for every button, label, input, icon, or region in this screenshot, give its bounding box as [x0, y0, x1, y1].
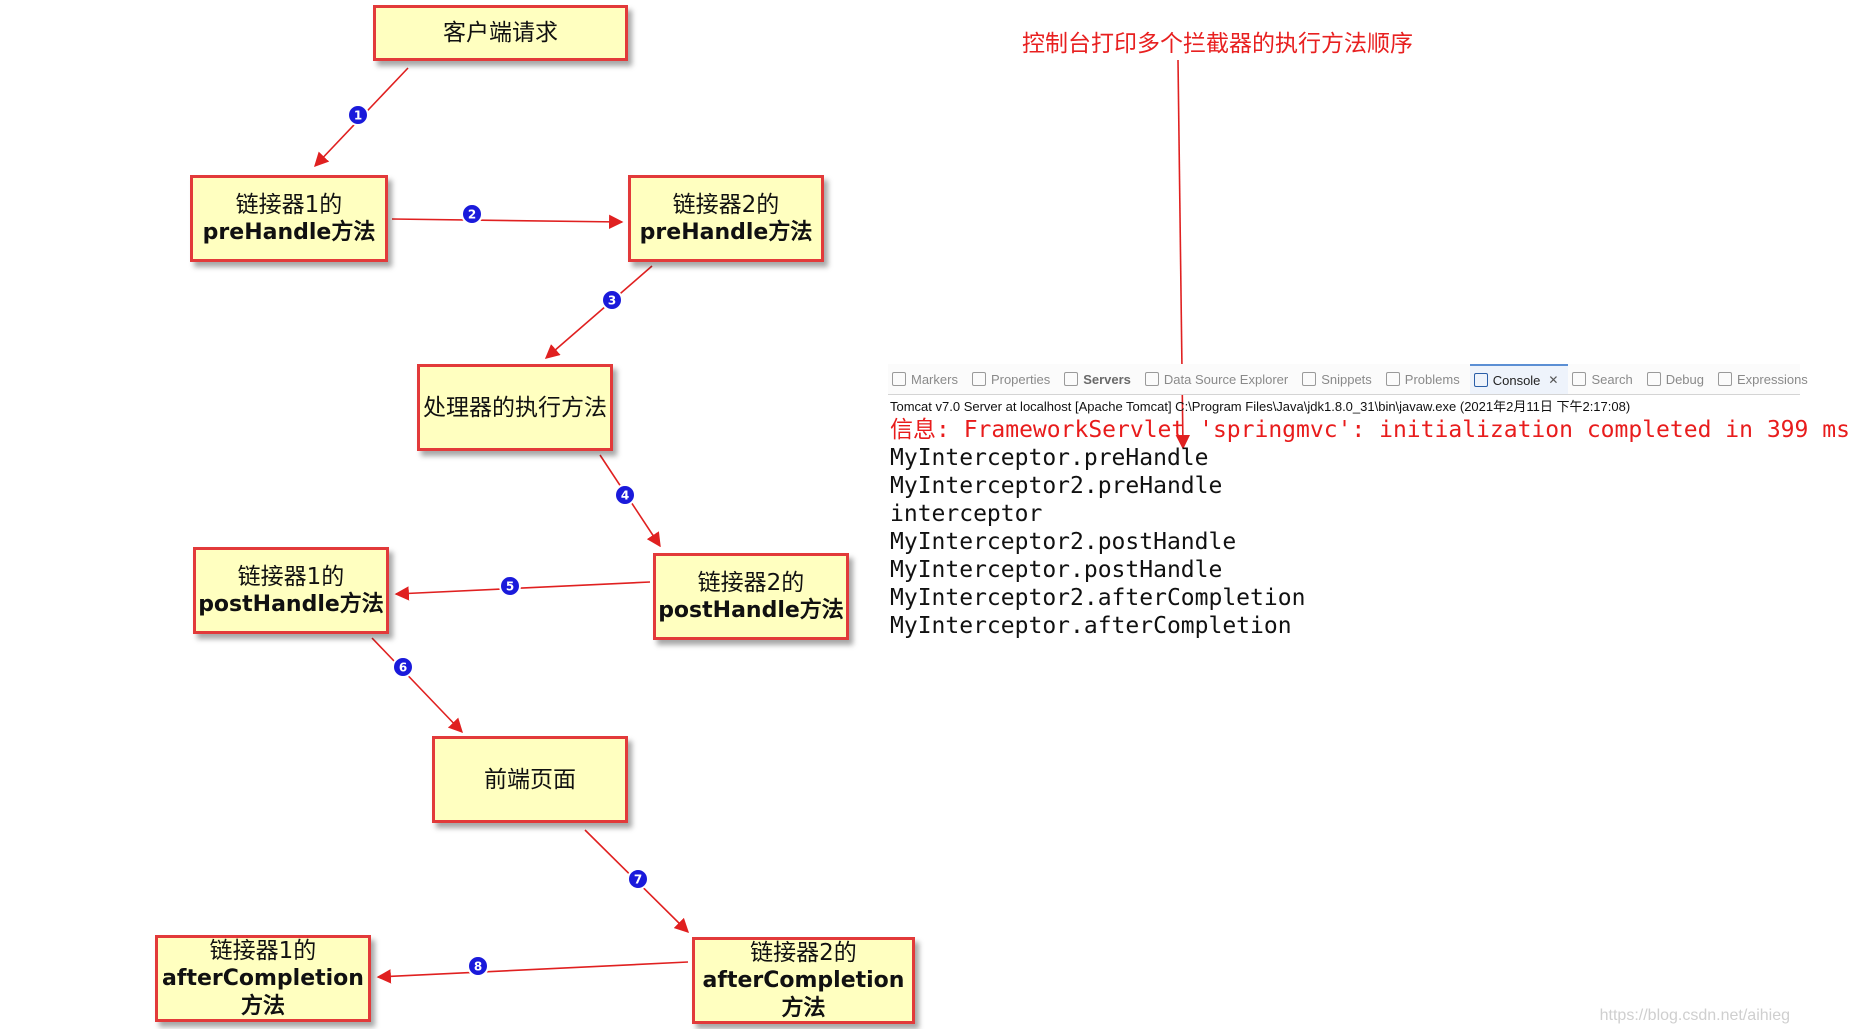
- tab-snippets-label: Snippets: [1321, 371, 1372, 387]
- console-icon: [1473, 373, 1488, 387]
- interceptor2-posthandle-line2: postHandle方法: [658, 597, 844, 623]
- markers-icon: [892, 372, 906, 386]
- search-icon: [1572, 372, 1587, 386]
- tab-snippets[interactable]: Snippets: [1298, 364, 1382, 394]
- tab-expressions-label: Expressions: [1737, 371, 1808, 387]
- tab-debug-label: Debug: [1665, 371, 1704, 387]
- frontend-page-box: 前端页面: [432, 736, 628, 823]
- step-number: 2: [468, 208, 476, 222]
- flow-arrow: [391, 214, 624, 230]
- step-number: 6: [399, 661, 407, 675]
- step-number: 8: [474, 960, 482, 974]
- interceptor2-prehandle-line1: 链接器2的: [672, 191, 780, 218]
- console-output-line: MyInterceptor.afterCompletion: [890, 613, 1292, 639]
- step-badge: 1: [347, 104, 369, 126]
- client-request-label: 客户端请求: [443, 20, 558, 46]
- flow-arrow: [544, 265, 653, 359]
- step-badge: 7: [627, 868, 649, 890]
- problems-icon: [1385, 372, 1400, 386]
- interceptor1-prehandle-box: 链接器1的 preHandle方法: [190, 175, 388, 262]
- flow-arrow: [394, 581, 651, 601]
- interceptor2-aftercompletion-box: 链接器2的 afterCompletion方法: [692, 937, 915, 1024]
- annotation-text: 控制台打印多个拦截器的执行方法顺序: [1022, 31, 1413, 57]
- flow-arrows: 1 2 3 4 5 6 7 8: [314, 59, 1191, 984]
- console-output-line: MyInterceptor.postHandle: [890, 557, 1223, 583]
- watermark: https://blog.csdn.net/aihieg: [1599, 1007, 1790, 1024]
- console-server-line: Tomcat v7.0 Server at localhost [Apache …: [890, 399, 1631, 414]
- step-badge: 8: [467, 955, 489, 977]
- step-badge: 2: [461, 203, 483, 225]
- tab-servers[interactable]: Servers: [1060, 364, 1141, 394]
- step-number: 4: [621, 489, 629, 503]
- flow-arrow: [371, 637, 463, 734]
- console-output-line: MyInterceptor2.afterCompletion: [890, 585, 1306, 611]
- interceptor2-posthandle-line1: 链接器2的: [697, 569, 805, 596]
- interceptor1-prehandle-line2: preHandle方法: [202, 219, 376, 245]
- tab-search-label: Search: [1591, 371, 1633, 387]
- interceptor1-posthandle-line2: postHandle方法: [198, 591, 384, 617]
- tab-servers-label: Servers: [1083, 371, 1131, 387]
- debug-icon: [1646, 372, 1661, 386]
- interceptor1-posthandle-line1: 链接器1的: [237, 563, 345, 590]
- flow-arrow: [376, 961, 689, 984]
- step-number: 1: [354, 109, 362, 123]
- console-info-line: 信息: FrameworkServlet 'springmvc': initia…: [890, 417, 1850, 443]
- frontend-page-label: 前端页面: [484, 766, 576, 793]
- interceptor2-aftercompletion-line1: 链接器2的: [750, 939, 857, 966]
- properties-icon: [971, 372, 986, 386]
- tab-properties-label: Properties: [990, 371, 1051, 387]
- console-output-line: MyInterceptor2.preHandle: [890, 473, 1223, 499]
- interceptor1-aftercompletion-line2: afterCompletion方法: [162, 965, 364, 1019]
- close-icon[interactable]: ✕: [1548, 373, 1559, 387]
- tab-problems-label: Problems: [1404, 371, 1460, 387]
- interceptor1-posthandle-box: 链接器1的 postHandle方法: [193, 547, 389, 634]
- console-output[interactable]: 信息: FrameworkServlet 'springmvc': initia…: [890, 416, 1850, 640]
- console-output-line: MyInterceptor.preHandle: [890, 445, 1209, 471]
- step-badge: 6: [392, 656, 414, 678]
- servers-icon: [1064, 372, 1079, 386]
- step-badge: 3: [601, 289, 623, 311]
- snippets-icon: [1302, 372, 1317, 386]
- tab-markers[interactable]: Markers: [888, 364, 968, 394]
- handler-execute-label: 处理器的执行方法: [423, 394, 607, 421]
- interceptor2-prehandle-box: 链接器2的 preHandle方法: [628, 175, 824, 262]
- step-number: 5: [506, 580, 514, 594]
- interceptor2-aftercompletion-line2: afterCompletion方法: [702, 967, 905, 1021]
- interceptor1-aftercompletion-box: 链接器1的 afterCompletion方法: [155, 935, 371, 1022]
- console-output-line: MyInterceptor2.postHandle: [890, 529, 1237, 555]
- handler-execute-box: 处理器的执行方法: [417, 364, 613, 451]
- step-number: 7: [634, 873, 642, 887]
- step-number: 3: [608, 294, 616, 308]
- tab-debug[interactable]: Debug: [1643, 364, 1714, 394]
- tab-problems[interactable]: Problems: [1382, 364, 1470, 394]
- console-panel: Markers Properties Servers Data Source E…: [888, 364, 1850, 664]
- tab-expressions[interactable]: Expressions: [1714, 364, 1818, 394]
- console-output-line: interceptor: [890, 501, 1043, 527]
- tab-properties[interactable]: Properties: [968, 364, 1060, 394]
- tab-search[interactable]: Search: [1568, 364, 1642, 394]
- tab-console-label: Console: [1492, 372, 1541, 388]
- tab-markers-label: Markers: [911, 371, 958, 387]
- interceptor1-prehandle-line1: 链接器1的: [235, 191, 343, 218]
- tab-data-source-label: Data Source Explorer: [1163, 371, 1289, 387]
- expressions-icon: [1718, 372, 1732, 386]
- client-request-box: 客户端请求: [373, 5, 628, 61]
- interceptor1-aftercompletion-line1: 链接器1的: [209, 937, 317, 964]
- interceptor2-posthandle-box: 链接器2的 postHandle方法: [653, 553, 849, 640]
- tab-data-source-explorer[interactable]: Data Source Explorer: [1141, 364, 1298, 394]
- interceptor2-prehandle-line2: preHandle方法: [639, 219, 813, 245]
- data-source-icon: [1144, 372, 1159, 386]
- console-tab-bar: Markers Properties Servers Data Source E…: [888, 364, 1808, 395]
- step-badge: 4: [614, 484, 636, 506]
- tab-console[interactable]: Console ✕: [1469, 364, 1569, 394]
- step-badge: 5: [499, 575, 521, 597]
